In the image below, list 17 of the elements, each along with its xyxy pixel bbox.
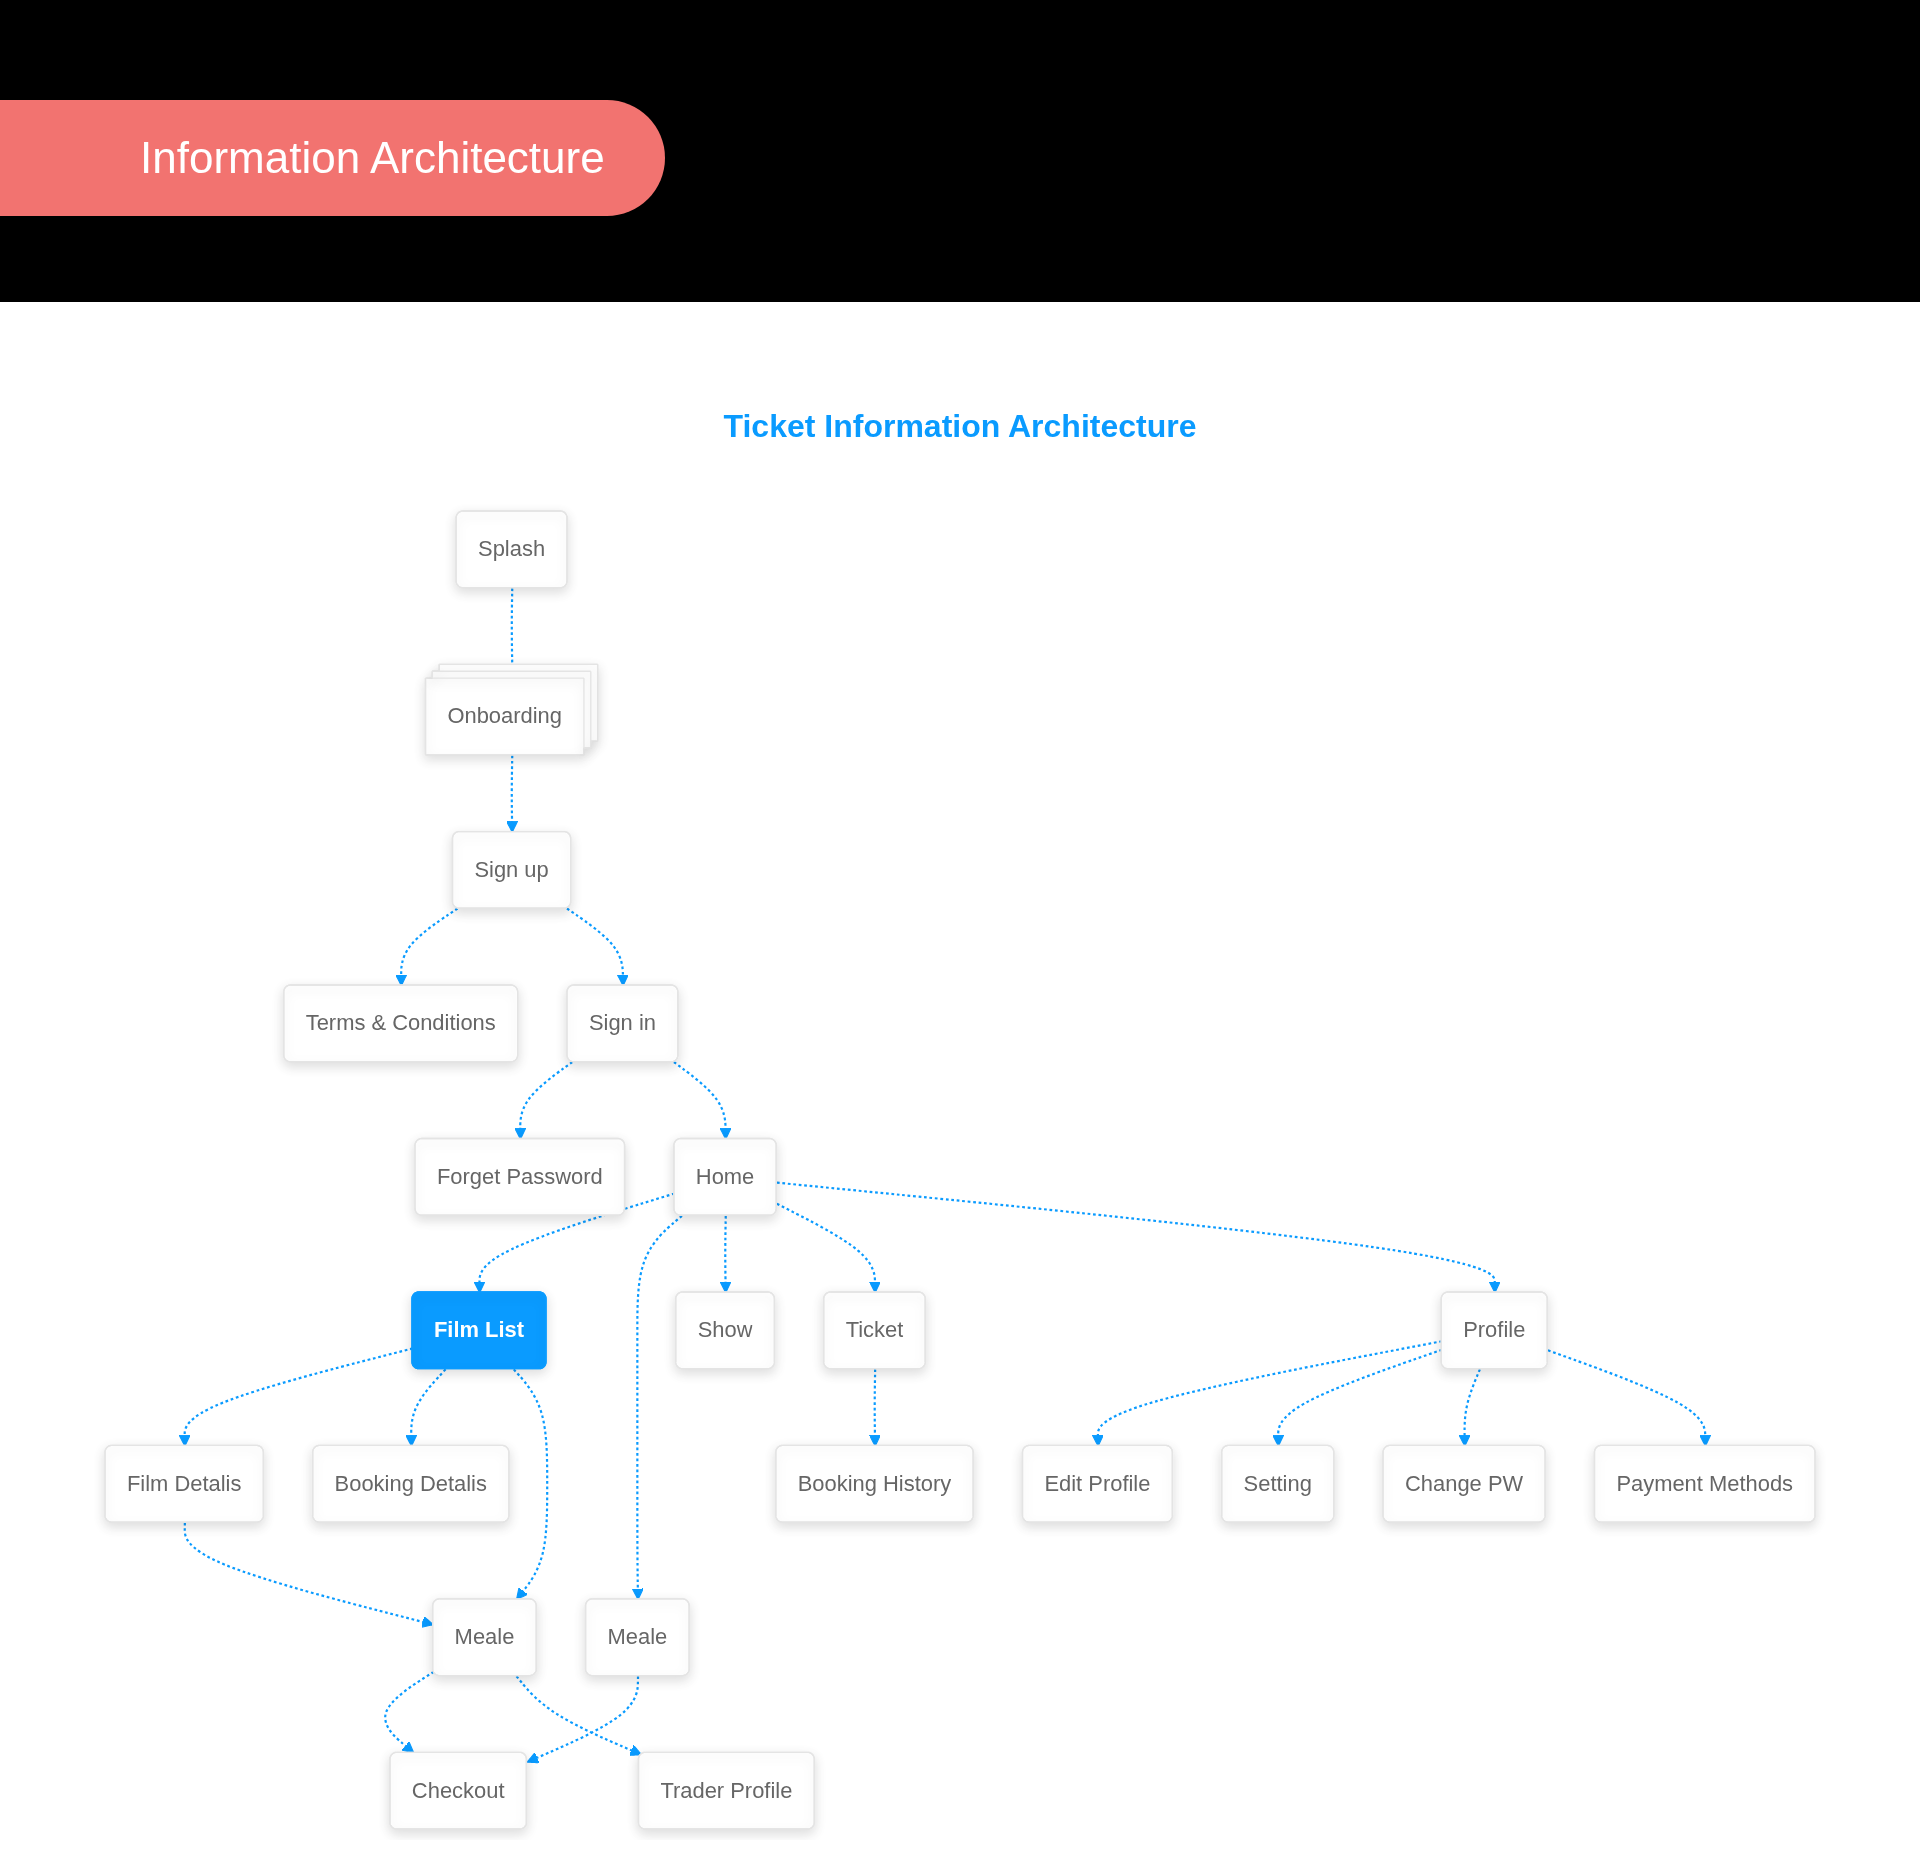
diagram-heading: Ticket Information Architecture	[723, 408, 1197, 445]
arrow	[514, 1061, 573, 1140]
arrow	[178, 1347, 413, 1447]
arrow	[526, 1676, 640, 1764]
arrow	[1091, 1340, 1443, 1447]
arrow	[673, 1061, 732, 1140]
arrow	[515, 1675, 643, 1756]
arrow	[506, 755, 519, 833]
arrow	[1272, 1348, 1443, 1447]
arrow	[405, 1368, 447, 1447]
arrow	[395, 907, 459, 987]
arrow	[384, 1670, 435, 1754]
arrow	[1458, 1368, 1481, 1447]
arrow	[1547, 1349, 1712, 1447]
arrow	[868, 1369, 881, 1447]
page-title: Information Architecture	[140, 133, 605, 183]
arrow	[566, 907, 629, 987]
